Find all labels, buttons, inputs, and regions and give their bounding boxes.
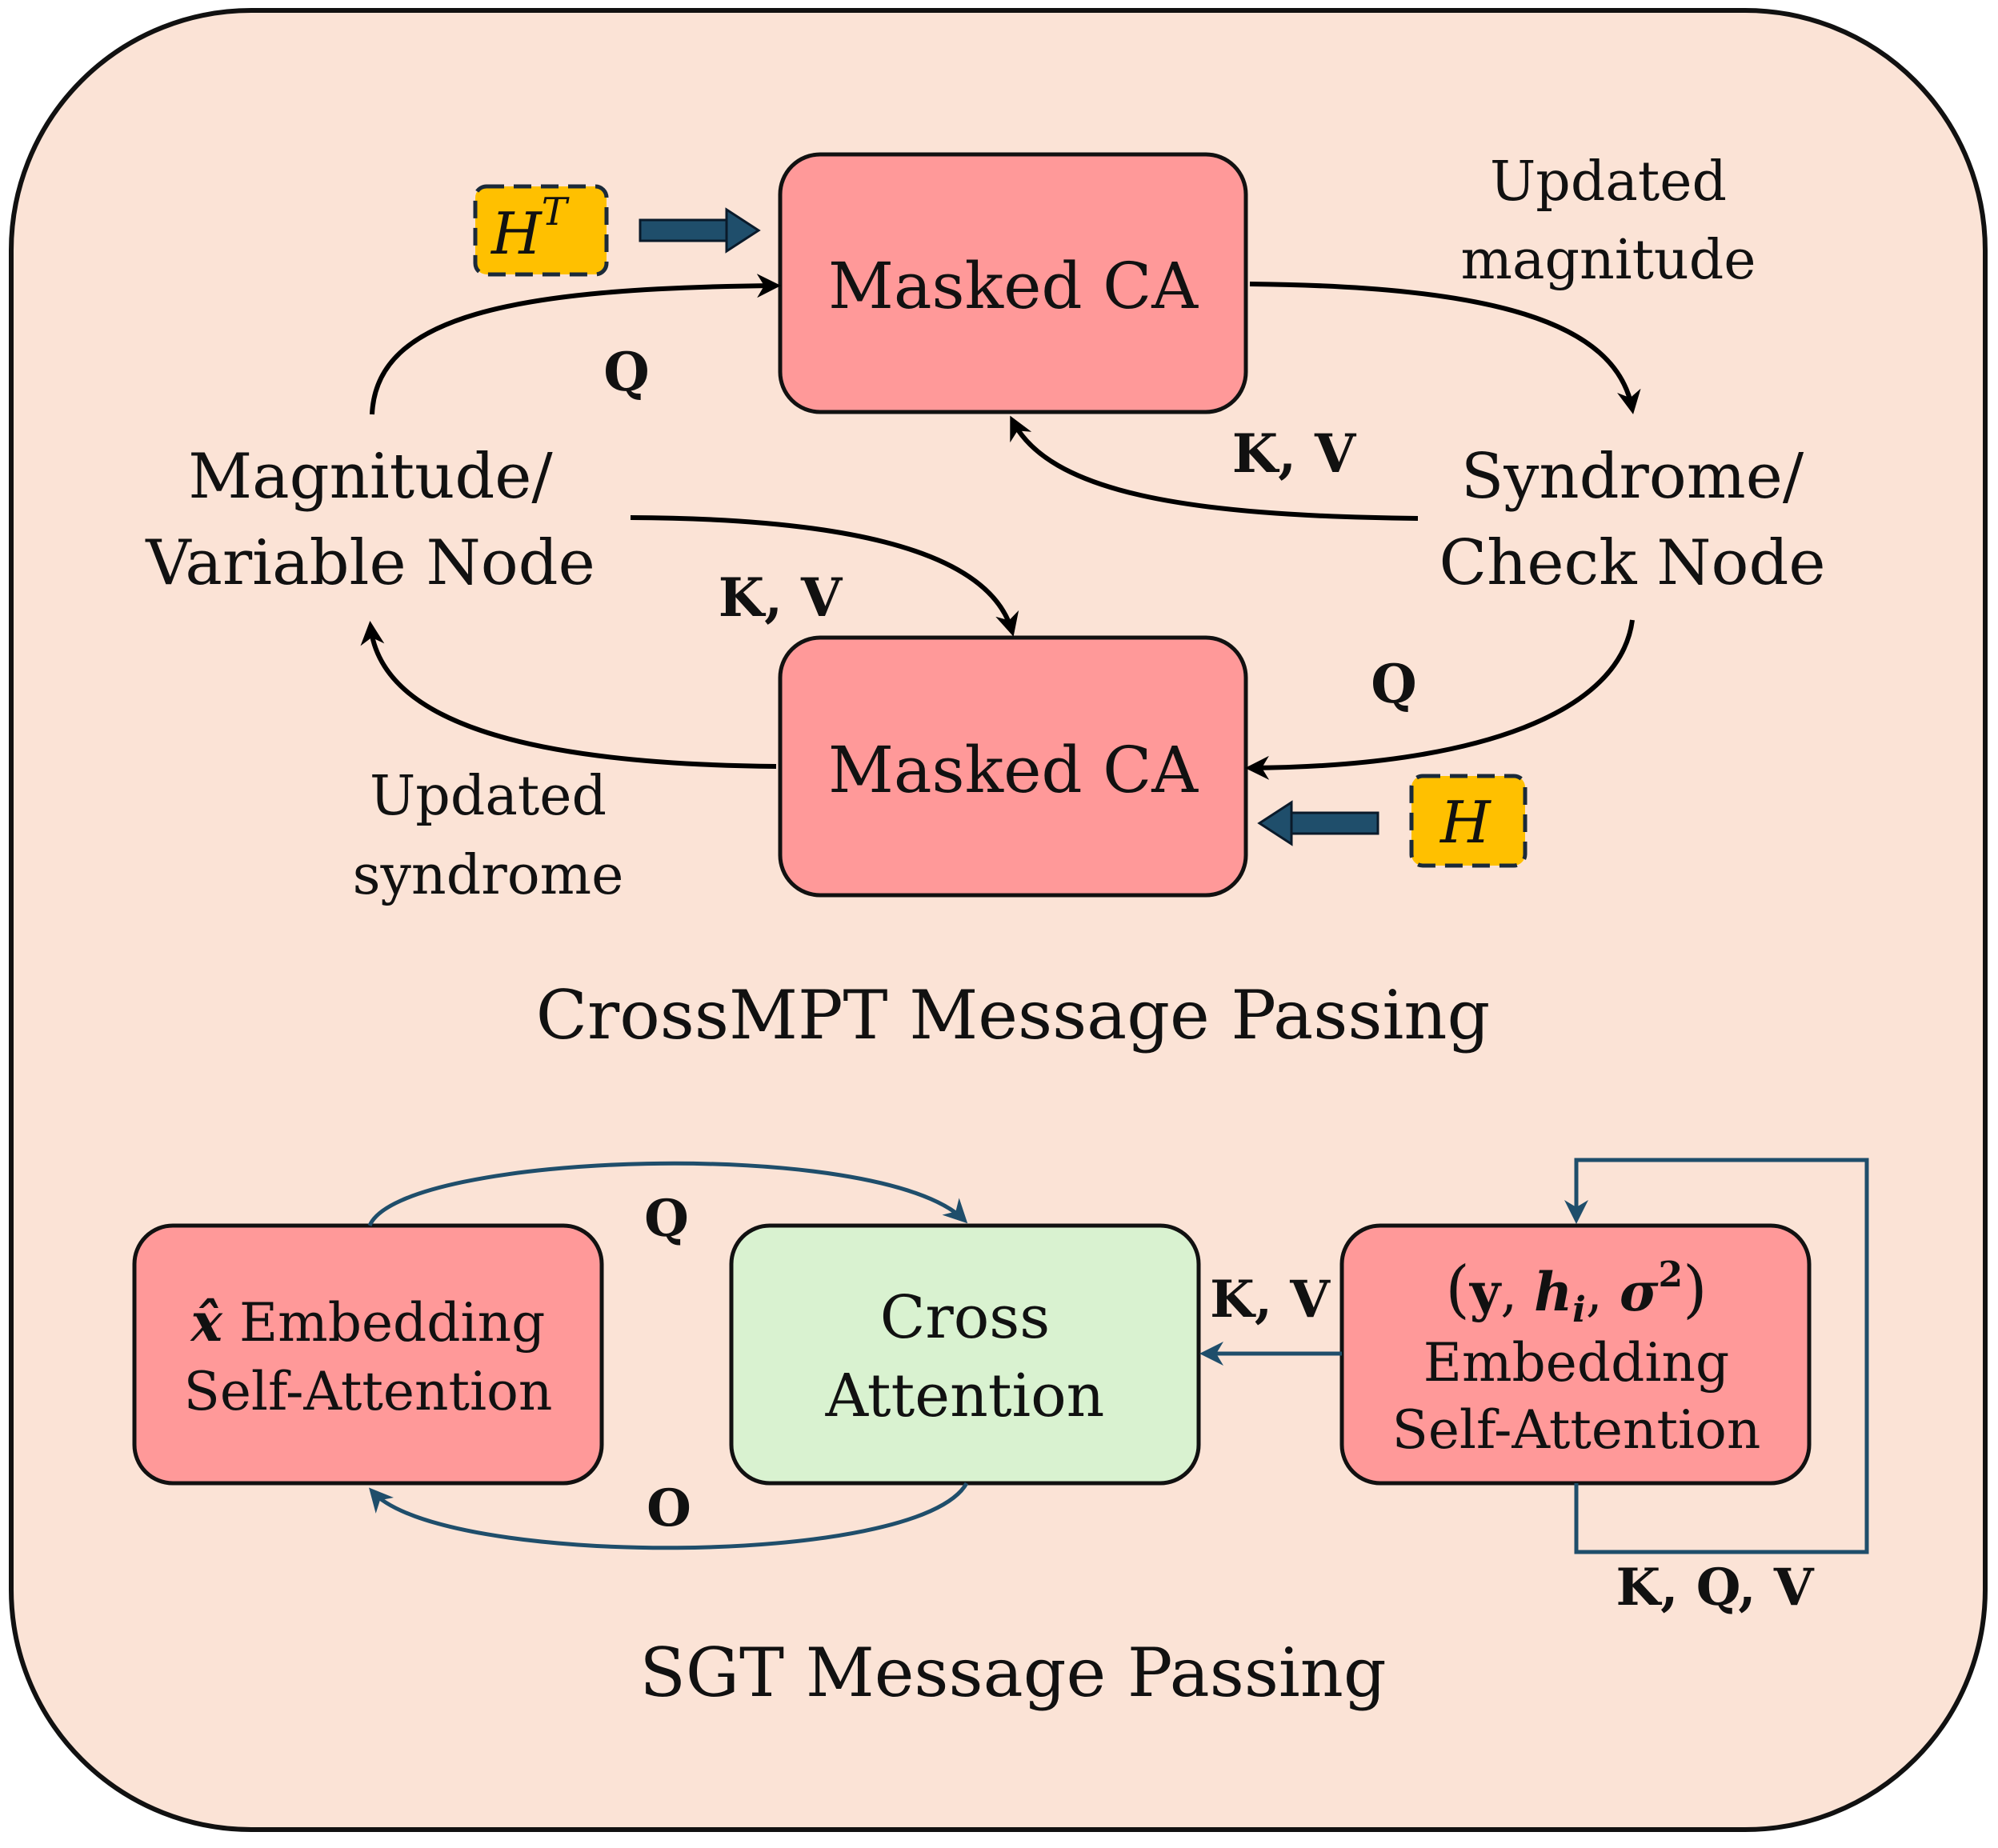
y-h-sigma-formula: (y, hi, σ2) <box>1445 1254 1707 1330</box>
updated-magnitude-line2: magnitude <box>1461 229 1756 292</box>
h-matrix-box: H <box>1409 774 1528 868</box>
x-embedding-box: x̂ Embedding Self-Attention <box>132 1223 604 1486</box>
magnitude-node-line1: Magnitude/ <box>188 441 553 513</box>
cross-attention-line2: Attention <box>825 1362 1105 1430</box>
cross-attention-box: Cross Attention <box>729 1223 1201 1486</box>
y-h-sigma-line2: Embedding <box>1423 1332 1729 1394</box>
x-embed-to-cross-q-arrow <box>367 1161 968 1227</box>
y-h-sigma-line3: Self-Attention <box>1392 1399 1761 1461</box>
magnitude-node-line2: Variable Node <box>145 527 595 599</box>
ht-matrix-base: HT <box>490 190 570 267</box>
q-top-label: Q <box>603 341 650 403</box>
q-bottom-label: Q <box>1371 653 1417 715</box>
cross-to-x-embed-o-arrow <box>369 1482 969 1550</box>
sgt-title: SGT Message Passing <box>639 1634 1386 1712</box>
updated-syndrome-line1: Updated <box>370 765 607 828</box>
x-embedding-line1: x̂ Embedding <box>190 1291 546 1354</box>
h-to-masked-ca-arrow <box>1257 800 1379 846</box>
kv-top-label: K, V <box>1232 422 1357 485</box>
top-masked-ca-label: Masked CA <box>828 249 1199 323</box>
ht-to-masked-ca-arrow <box>639 207 761 254</box>
y-embed-self-loop-arrow <box>1564 1158 1869 1554</box>
updated-magnitude-line1: Updated <box>1490 150 1727 214</box>
magnitude-to-bottom-ca-arrow <box>630 515 1019 637</box>
sgt-kqv-label: K, Q, V <box>1616 1558 1815 1618</box>
bottom-masked-ca-box: Masked CA <box>778 635 1248 898</box>
syndrome-node-line1: Syndrome/ <box>1461 441 1804 513</box>
ht-matrix-box: HT <box>473 184 609 277</box>
cross-attention-line1: Cross <box>880 1283 1051 1352</box>
sgt-kv-label: K, V <box>1210 1270 1331 1330</box>
top-ca-to-syndrome-arrow <box>1249 282 1641 414</box>
x-embedding-line2: Self-Attention <box>184 1361 553 1422</box>
updated-syndrome-line2: syndrome <box>353 844 624 907</box>
sgt-o-label: O <box>647 1478 691 1538</box>
top-masked-ca-box: Masked CA <box>778 152 1248 414</box>
y-h-sigma-embedding-box: (y, hi, σ2) Embedding Self-Attention <box>1339 1223 1812 1486</box>
syndrome-to-bottom-ca-arrow <box>1245 619 1635 780</box>
h-matrix-label: H <box>1439 789 1491 856</box>
magnitude-to-top-ca-arrow <box>370 274 781 415</box>
crossmpt-title: CrossMPT Message Passing <box>536 976 1490 1054</box>
sgt-q-label: Q <box>644 1189 689 1249</box>
syndrome-node-line2: Check Node <box>1439 527 1825 599</box>
bottom-masked-ca-label: Masked CA <box>828 733 1199 807</box>
syndrome-to-top-ca-arrow <box>1010 415 1419 521</box>
bottom-ca-to-magnitude-arrow <box>360 621 777 769</box>
kv-bottom-label: K, V <box>719 566 843 629</box>
